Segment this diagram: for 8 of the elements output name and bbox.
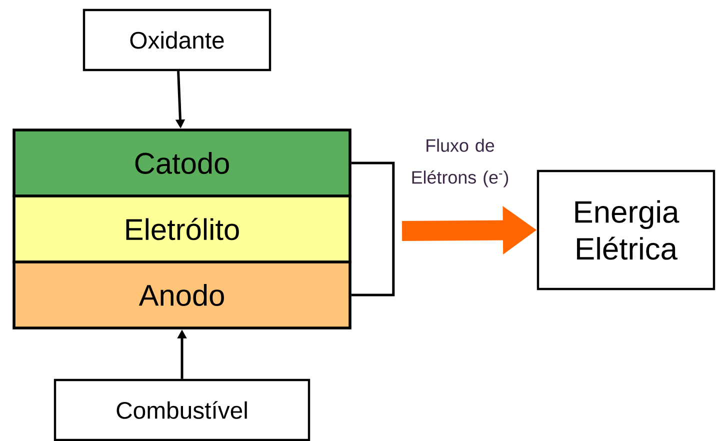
edge-label: Fluxo de Elétrons (e$^{-}$): [412, 138, 508, 188]
process-box: Combustível: [54, 378, 310, 441]
process-box: Energia Elétrica: [536, 170, 716, 290]
cell-layer: Catodo: [12, 128, 352, 198]
process-box: Oxidante: [82, 8, 272, 72]
wire: [351, 162, 395, 296]
cell-layer: Anodo: [12, 260, 352, 330]
cell-layer: Eletrólito: [12, 194, 352, 264]
